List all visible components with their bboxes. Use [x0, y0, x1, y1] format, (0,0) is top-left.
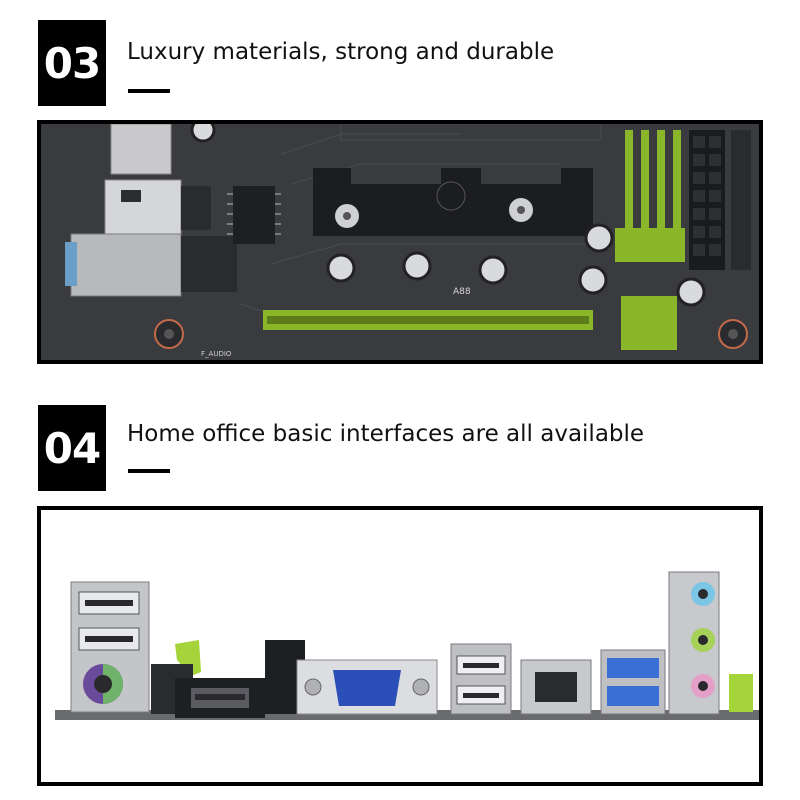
chip-label: A88	[453, 287, 471, 297]
rear-io-illustration	[41, 510, 759, 782]
headline-underline	[128, 89, 170, 93]
rear-io-ports-photo	[37, 506, 763, 786]
motherboard-illustration: A88 F_AUDIO	[41, 124, 759, 360]
section-number: 03	[43, 38, 101, 88]
section-headline: Luxury materials, strong and durable	[127, 39, 555, 65]
motherboard-closeup-photo: A88 F_AUDIO	[37, 120, 763, 364]
audio-header-label: F_AUDIO	[201, 350, 232, 358]
section-number: 04	[43, 423, 101, 473]
section-number-badge: 03	[38, 20, 106, 106]
section-headline: Home office basic interfaces are all ava…	[127, 421, 645, 447]
headline-underline	[128, 469, 170, 473]
section-number-badge: 04	[38, 405, 106, 491]
